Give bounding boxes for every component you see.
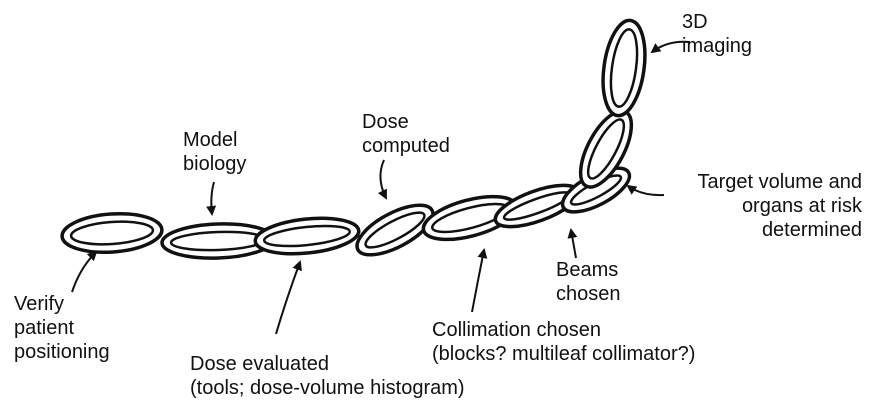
- label-dose-computed: Dose computed: [362, 110, 450, 158]
- label-beams-chosen: Beams chosen: [556, 258, 621, 306]
- chain-link: [254, 214, 361, 259]
- label-3d-imaging: 3D imaging: [682, 10, 752, 58]
- arrow-verify: [72, 252, 96, 292]
- arrow-dose-computed: [380, 160, 386, 198]
- chain-link: [61, 211, 163, 256]
- label-collimation-chosen: Collimation chosen (blocks? multileaf co…: [432, 318, 695, 366]
- label-target-volume: Target volume and organs at risk determi…: [660, 170, 862, 242]
- label-verify-patient-positioning: Verify patient positioning: [14, 292, 110, 364]
- chain-link: [570, 103, 641, 194]
- arrow-target-volume: [628, 186, 664, 195]
- chain-links: [61, 18, 651, 265]
- arrow-model-biology: [211, 182, 214, 214]
- arrow-dose-evaluated: [276, 262, 300, 334]
- arrow-beams: [571, 230, 576, 258]
- chain-link: [598, 18, 651, 119]
- label-model-biology: Model biology: [183, 128, 246, 176]
- label-dose-evaluated: Dose evaluated (tools; dose-volume histo…: [190, 352, 465, 400]
- arrow-collimation: [472, 250, 484, 312]
